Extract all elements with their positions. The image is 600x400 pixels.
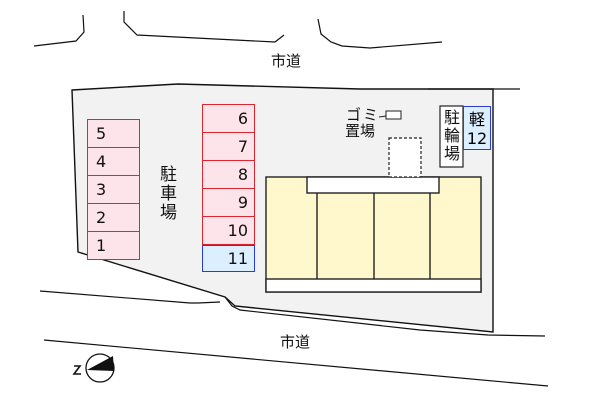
parking-column-left: 5 4 3 2 1 (87, 119, 140, 260)
parking-slot-4[interactable]: 4 (87, 148, 140, 176)
parking-slot-12[interactable]: 軽 12 (463, 106, 491, 150)
parking-slot-10[interactable]: 10 (202, 217, 255, 245)
parking-column-right: 6 7 8 9 10 11 (202, 104, 255, 272)
garbage-label-line1: ゴミ (346, 106, 381, 124)
parking-slot-2[interactable]: 2 (87, 204, 140, 232)
garbage-label-line2: 置場 (345, 122, 376, 140)
parking-slot-9[interactable]: 9 (202, 189, 255, 217)
compass-icon (72, 353, 115, 383)
parking-slot-5[interactable]: 5 (87, 119, 140, 148)
building-unit-4 (430, 177, 481, 279)
parking-slot-3[interactable]: 3 (87, 176, 140, 204)
kei-label: 軽 (468, 110, 485, 129)
bicycle-parking-label: 駐輪場 (443, 108, 460, 163)
building-unit-3 (374, 193, 430, 279)
kei-slot-number: 12 (466, 129, 488, 148)
parking-slot-8[interactable]: 8 (202, 161, 255, 189)
parking-slot-1[interactable]: 1 (87, 232, 140, 260)
parking-slot-6[interactable]: 6 (202, 104, 255, 133)
top-road-label: 市道 (271, 52, 302, 70)
parking-label: 駐車場 (160, 165, 177, 223)
building-unit-1 (266, 177, 317, 279)
parking-slot-11[interactable]: 11 (202, 245, 255, 272)
building-unit-2 (317, 193, 374, 279)
bottom-road-label: 市道 (280, 333, 311, 351)
parking-slot-7[interactable]: 7 (202, 133, 255, 161)
